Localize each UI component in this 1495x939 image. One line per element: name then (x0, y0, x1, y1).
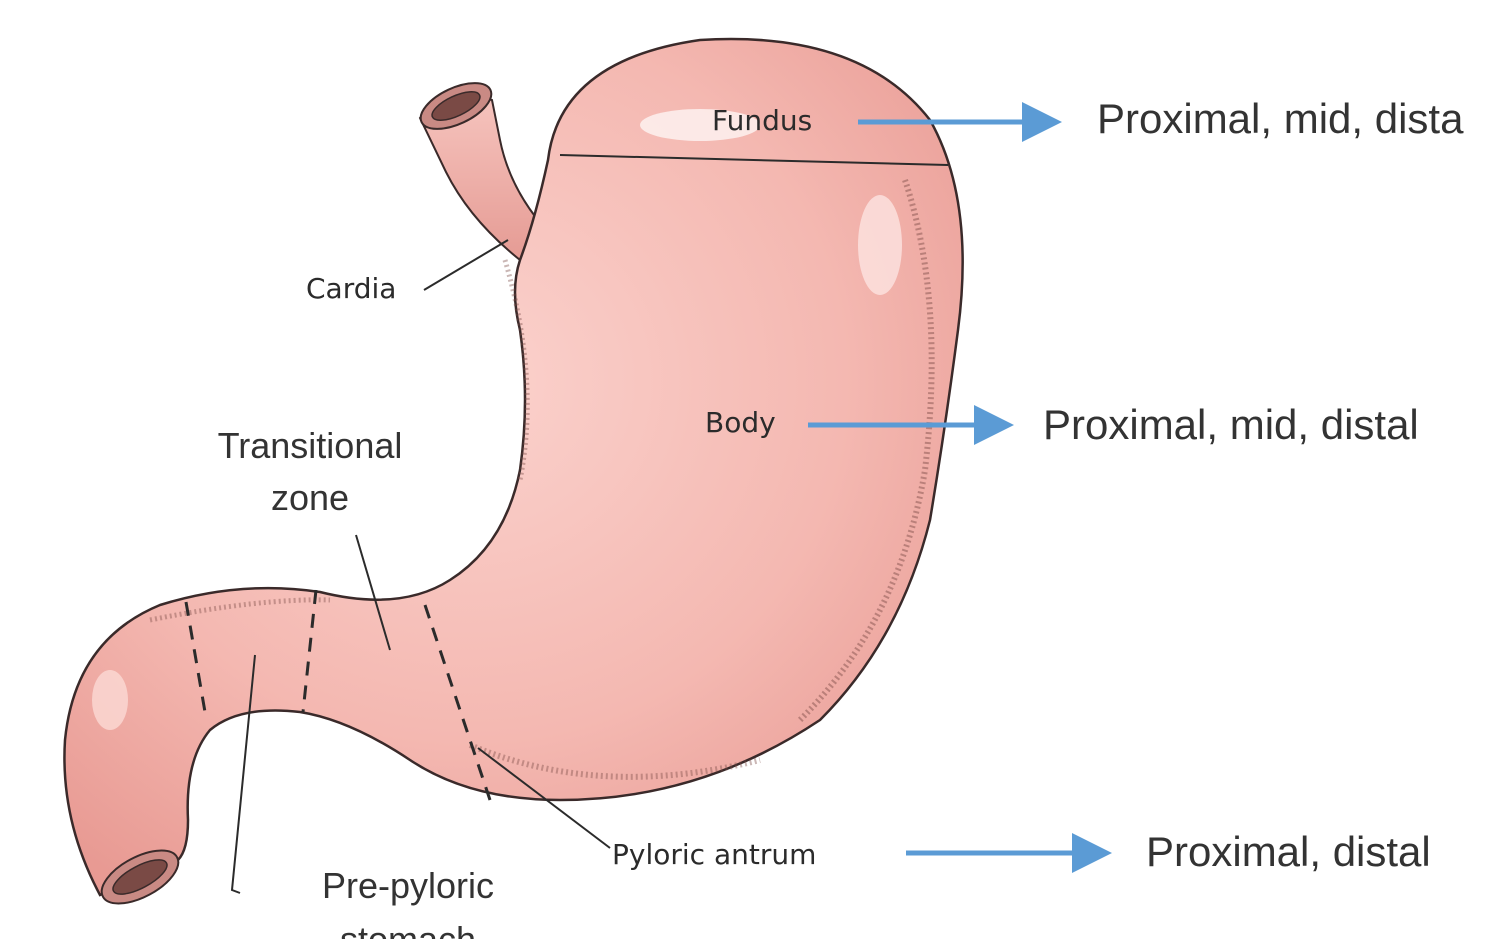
label-fundus: Fundus (712, 104, 812, 137)
label-body: Body (705, 406, 776, 439)
subdivision-fundus: Proximal, mid, dista (1097, 95, 1464, 142)
label-pre-pyloric-line1: Pre-pyloric (322, 865, 494, 906)
subdivision-pyloric-antrum: Proximal, distal (1146, 828, 1431, 875)
label-pre-pyloric-line2: stomach (340, 919, 476, 939)
esophagus (414, 74, 548, 260)
label-transitional-line1: Transitional (218, 425, 403, 466)
stomach-shape (64, 39, 962, 914)
label-pyloric-antrum: Pyloric antrum (612, 838, 816, 871)
subdivision-body: Proximal, mid, distal (1043, 401, 1419, 448)
label-cardia: Cardia (306, 272, 396, 305)
label-transitional-line2: zone (271, 477, 349, 518)
